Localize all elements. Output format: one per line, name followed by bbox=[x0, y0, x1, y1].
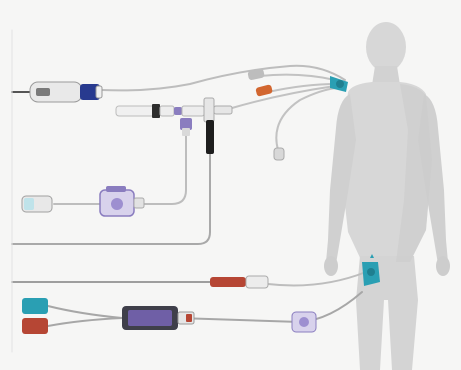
stopcock-black bbox=[204, 98, 232, 154]
femoral-connector bbox=[210, 276, 268, 288]
tube-bottom-main bbox=[178, 292, 362, 322]
pressure-port bbox=[180, 118, 192, 136]
pressure-transducer bbox=[22, 186, 144, 216]
tube-branch-1 bbox=[260, 75, 335, 80]
figure-hand-left bbox=[324, 256, 338, 276]
tube-branch-4 bbox=[276, 88, 336, 150]
tube-monitor-to-neck bbox=[102, 66, 345, 91]
bottom-transducer bbox=[292, 312, 316, 332]
tube-pressure-vertical bbox=[140, 120, 186, 204]
figure-head bbox=[366, 22, 406, 72]
tube-femoral-to-leg bbox=[268, 272, 366, 286]
flush-syringe bbox=[116, 104, 204, 118]
bottom-monitor-module bbox=[122, 306, 194, 330]
neck-catheter-hub bbox=[330, 76, 348, 92]
tube-bottom-lower bbox=[48, 318, 122, 326]
human-figure bbox=[324, 22, 450, 370]
branch-caps bbox=[247, 68, 284, 160]
figure-hand-right bbox=[436, 256, 450, 276]
tubing-lines bbox=[12, 30, 366, 352]
monitor-cable-connector bbox=[30, 82, 102, 102]
bottom-plugs bbox=[22, 298, 48, 334]
tube-bottom-upper bbox=[48, 306, 122, 318]
